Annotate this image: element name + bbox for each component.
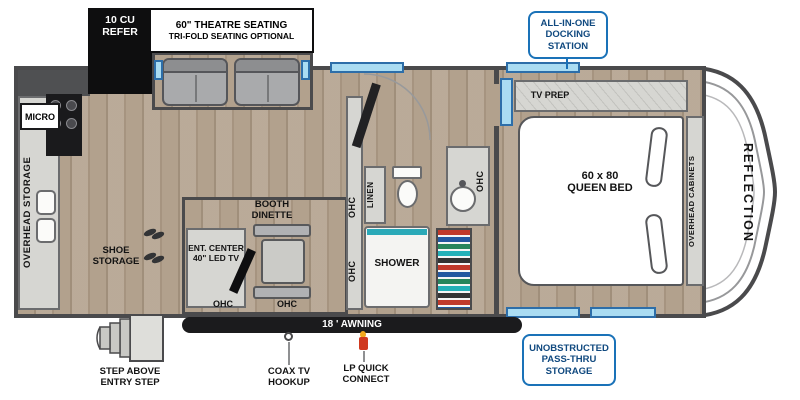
burner-icon xyxy=(66,118,77,129)
refrigerator: 10 CU REFER xyxy=(88,8,152,94)
overhead-cabinets-label: OVERHEAD CABINETS xyxy=(687,155,696,247)
bedroom-dresser xyxy=(514,80,688,112)
toilet-icon xyxy=(397,180,418,208)
window xyxy=(506,62,580,73)
kitchen-sink-bowl xyxy=(36,190,56,215)
entertainment-center xyxy=(186,228,246,308)
queen-bed-label: 60 x 80 QUEEN BED xyxy=(567,170,633,195)
dinette-table xyxy=(261,239,305,284)
ent-center-label: ENT. CENTER 40" LED TV xyxy=(188,243,244,263)
bedroom-wall xyxy=(494,126,499,315)
corridor-cabinet xyxy=(346,96,363,310)
shower-accent xyxy=(367,229,427,235)
awning-label: 18 ' AWNING xyxy=(322,319,382,330)
lp-label: LP QUICK CONNECT xyxy=(342,363,390,385)
lp-pointer-line xyxy=(363,351,365,362)
front-cap-contour xyxy=(698,80,766,304)
step-rail xyxy=(96,326,101,350)
overhead-storage-label: OVERHEAD STORAGE xyxy=(22,156,33,269)
brand-label: REFLECTION xyxy=(741,143,755,243)
seat-divider xyxy=(267,75,269,102)
toilet-tank xyxy=(392,166,422,179)
front-cap-outline xyxy=(698,66,778,318)
tv-prep-label: TV PREP xyxy=(530,90,570,100)
kitchen-sink-bowl xyxy=(36,218,56,243)
passthru-storage-callout: UNOBSTRUCTED PASS-THRU STORAGE xyxy=(522,334,616,386)
seat-backrest xyxy=(164,60,226,73)
seat-divider xyxy=(195,75,197,102)
theatre-seating-line1: 60" THEATRE SEATING xyxy=(175,20,288,31)
step xyxy=(99,326,111,350)
step-landing xyxy=(129,314,164,362)
docking-station-pointer xyxy=(566,59,568,69)
seat-side-table-left xyxy=(154,60,163,80)
entry-steps xyxy=(96,314,164,362)
awning-bar: 18 ' AWNING xyxy=(182,317,522,333)
ohc-label: OHC xyxy=(347,260,357,282)
theatre-seating-line2: TRI-FOLD SEATING OPTIONAL xyxy=(168,31,295,41)
window xyxy=(590,307,656,318)
coax-label: COAX TV HOOKUP xyxy=(267,366,311,388)
bathroom-door-swing xyxy=(363,73,431,141)
bedroom-entry-mirror xyxy=(500,78,513,126)
front-cap xyxy=(698,66,778,318)
theatre-seat-left xyxy=(162,58,228,106)
ohc-label: OHC xyxy=(347,196,357,218)
theatre-seating-callout: 60" THEATRE SEATING TRI-FOLD SEATING OPT… xyxy=(149,8,314,53)
step xyxy=(119,318,131,358)
ohc-label: OHC xyxy=(213,299,233,309)
seat-backrest xyxy=(236,60,298,73)
faucet-icon xyxy=(459,180,466,187)
coax-marker xyxy=(284,332,293,341)
burner-icon xyxy=(66,100,77,111)
dinette-bench xyxy=(253,224,311,237)
shower-stall xyxy=(364,226,430,308)
overhead-cabinets xyxy=(686,116,704,286)
bathroom-vanity xyxy=(446,146,490,226)
coax-pointer-line xyxy=(288,342,290,365)
kitchen-upper-cabinet xyxy=(18,70,90,96)
step xyxy=(109,322,121,354)
shower-label: SHOWER xyxy=(374,258,420,269)
ohc-label: OHC xyxy=(475,170,485,192)
bathroom-sink xyxy=(450,186,476,212)
front-cap-contour-inner xyxy=(698,93,755,291)
ohc-label: OHC xyxy=(277,299,297,309)
seat-side-table-right xyxy=(301,60,310,80)
microwave-label: MICRO xyxy=(20,103,60,130)
linen-closet xyxy=(364,166,386,224)
refrigerator-label: 10 CU REFER xyxy=(102,14,138,38)
window xyxy=(330,62,404,73)
docking-station-callout: ALL-IN-ONE DOCKING STATION xyxy=(528,11,608,59)
dinette-bench xyxy=(253,286,311,299)
entry-step-label: STEP ABOVE ENTRY STEP xyxy=(99,366,161,388)
bedroom-wall-stub xyxy=(494,68,499,84)
door-arc xyxy=(363,73,431,141)
lp-marker-flame xyxy=(360,331,366,338)
booth-dinette-label: BOOTH DINETTE xyxy=(251,199,293,221)
lp-marker xyxy=(359,337,368,350)
wardrobe-closet xyxy=(436,228,472,310)
theatre-seat-right xyxy=(234,58,300,106)
linen-label: LINEN xyxy=(366,181,375,209)
shoe-storage-label: SHOE STORAGE xyxy=(92,245,140,267)
window xyxy=(506,307,580,318)
